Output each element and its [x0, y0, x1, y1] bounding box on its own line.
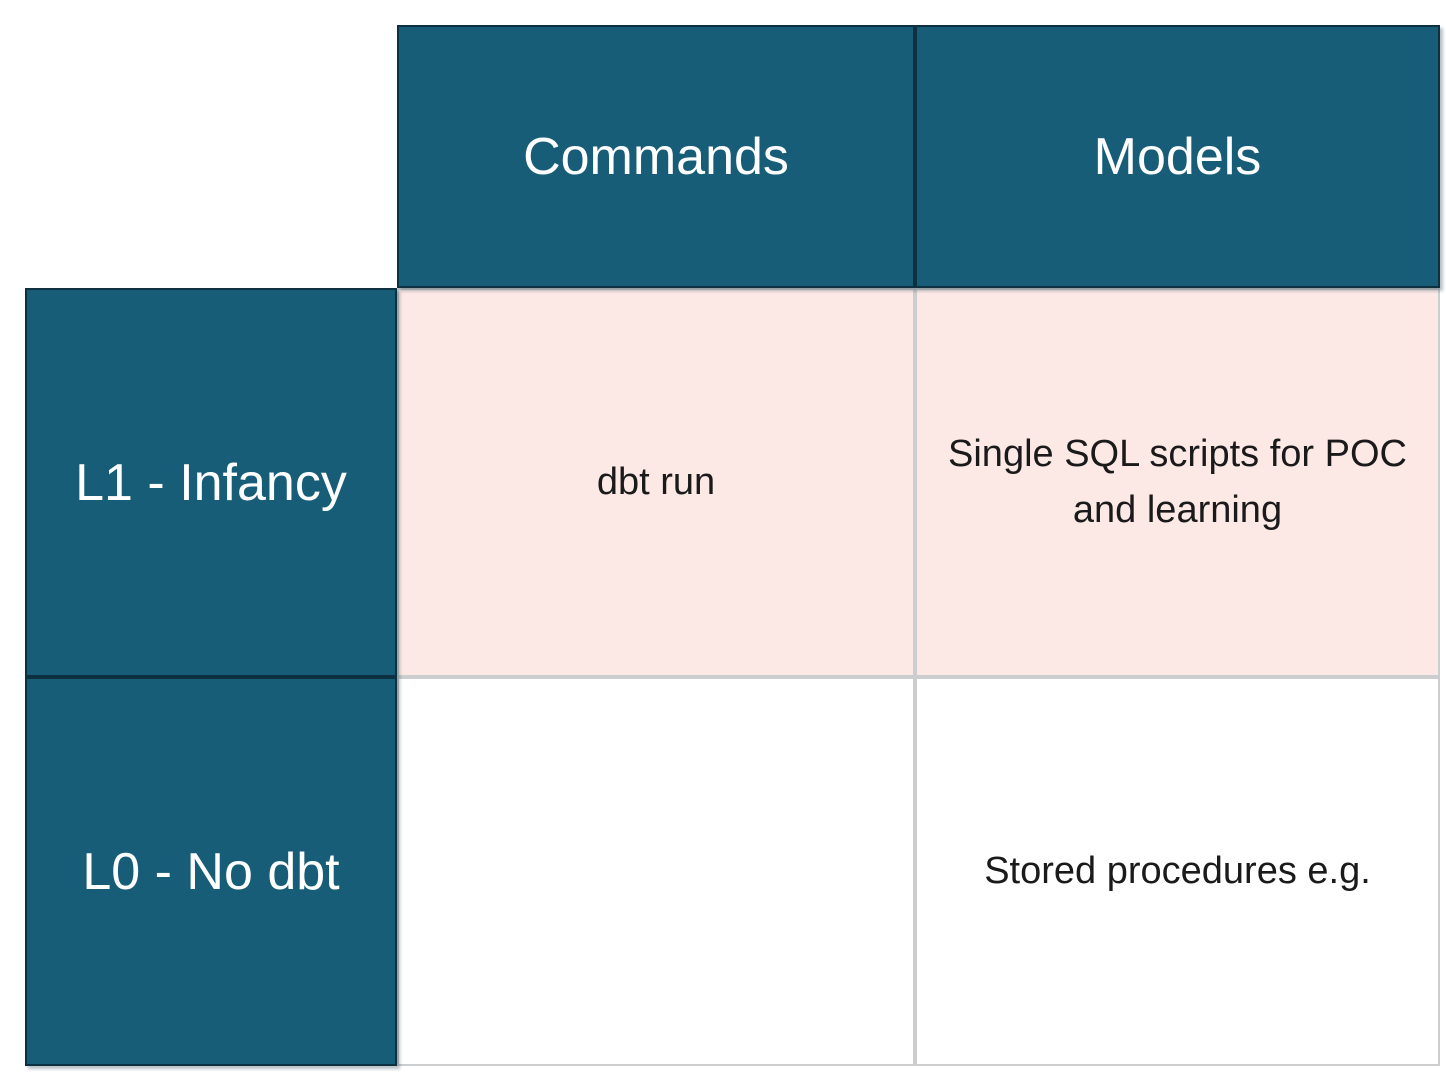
cell-l0-models-text: Stored procedures e.g. [984, 849, 1371, 892]
cell-l1-models-text: Single SQL scripts for POC and learning [948, 433, 1407, 531]
corner-cell [25, 25, 397, 288]
cell-l1-commands: dbt run [397, 288, 915, 677]
column-header-commands: Commands [397, 25, 915, 288]
cell-l0-models: Stored procedures e.g. [915, 677, 1440, 1066]
cell-l1-commands-text: dbt run [596, 460, 716, 503]
cell-l0-commands [397, 677, 915, 1066]
row-header-l1-infancy: L1 - Infancy [25, 288, 397, 677]
row-header-l1-infancy-label: L1 - Infancy [75, 453, 347, 512]
row-header-l0-no-dbt: L0 - No dbt [25, 677, 397, 1066]
cell-l1-models: Single SQL scripts for POC and learning [915, 288, 1440, 677]
column-header-commands-label: Commands [523, 127, 789, 186]
maturity-matrix-table: Commands Models L1 - Infancy dbt run Sin… [25, 25, 1440, 1066]
row-header-l0-no-dbt-label: L0 - No dbt [82, 842, 340, 901]
column-header-models-label: Models [1093, 127, 1262, 186]
column-header-models: Models [915, 25, 1440, 288]
